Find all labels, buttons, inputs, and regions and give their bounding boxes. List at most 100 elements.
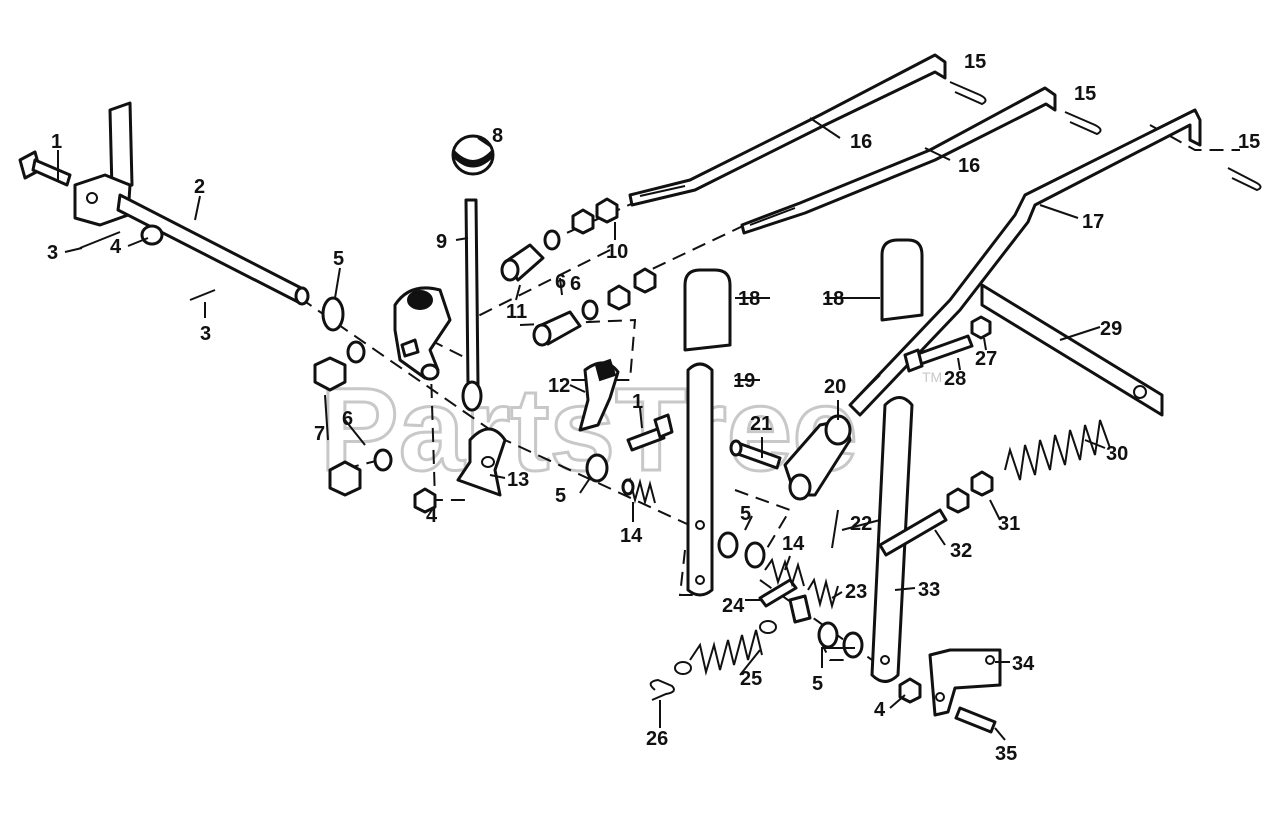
- callout-label: 5: [333, 248, 344, 270]
- callout-label: 34: [1012, 653, 1035, 675]
- callout-label: 5: [555, 485, 566, 507]
- callout-label: 30: [1106, 443, 1128, 465]
- part-32-bolt: [878, 508, 948, 557]
- part-10-nut-d: [633, 267, 657, 294]
- callout-label: 6: [555, 271, 566, 293]
- callout-label: 4: [110, 236, 122, 258]
- part-28-bolt: [903, 334, 974, 373]
- callout-label: 28: [944, 368, 966, 390]
- part-22-cotter-pin: [831, 509, 839, 549]
- callout-label: 12: [548, 375, 570, 397]
- callout-label: 5: [740, 503, 751, 525]
- callout-label: 20: [824, 376, 846, 398]
- part-35-bolt: [954, 706, 997, 734]
- part-7-nut-upper: [313, 356, 347, 392]
- part-13-clamp: [456, 427, 507, 497]
- callout-label: 8: [492, 125, 503, 147]
- part-5-washer-d: [744, 541, 766, 569]
- part-3-cotter-pin-lower: [189, 289, 216, 301]
- part-6-washer-upper: [346, 340, 366, 364]
- callout-label: 18: [822, 288, 844, 310]
- callout-label: 15: [1074, 83, 1096, 105]
- part-1-bolt-mid: [626, 413, 674, 452]
- callout-label: 14: [782, 533, 805, 555]
- shift-bracket-casting: [393, 286, 452, 381]
- part-26-s-hook: [649, 678, 675, 701]
- part-21-pin: [729, 439, 782, 470]
- callout-label: 33: [918, 579, 940, 601]
- callout-label: 26: [646, 728, 668, 750]
- callout-label: 18: [738, 288, 760, 310]
- callout-leaders: [57, 117, 1106, 741]
- part-9-shift-rod: [461, 198, 483, 412]
- part-6-washer-lower: [373, 448, 393, 472]
- part-14-spring-lower: [764, 557, 805, 588]
- part-4-nut-left: [413, 487, 437, 514]
- callout-label: 14: [620, 525, 643, 547]
- part-1-bolt-left: [18, 150, 72, 187]
- part-25-spring: [674, 620, 777, 676]
- callout-label: 16: [958, 155, 980, 177]
- part-5-washer-c: [717, 531, 739, 559]
- part-23-spring: [788, 577, 839, 624]
- callout-label: 17: [1082, 211, 1104, 233]
- callout-label: 1: [51, 131, 62, 153]
- part-14-spring-mid: [621, 477, 656, 506]
- part-5-washer-mid: [585, 453, 609, 483]
- part-24-rod: [758, 578, 798, 608]
- callout-label: 1: [632, 391, 643, 413]
- part-31-nut-b: [970, 470, 994, 497]
- part-20-yoke: [783, 414, 852, 501]
- part-2-shaft: [73, 101, 310, 306]
- callout-label: 7: [314, 423, 325, 445]
- callout-label: 23: [845, 581, 867, 603]
- part-8-knob: [451, 134, 495, 176]
- watermark-tm: TM: [922, 369, 942, 385]
- part-10-nut-c: [607, 284, 631, 311]
- part-15-hairpin-b: [1064, 111, 1102, 136]
- callout-label: 22: [850, 513, 872, 535]
- callout-label: 15: [964, 51, 986, 73]
- part-12-clamp: [578, 358, 620, 432]
- part-6-washer-mid: [543, 229, 561, 251]
- part-15-hairpin-c: [1227, 167, 1262, 192]
- part-7-nut-lower: [328, 460, 362, 497]
- callout-label: 15: [1238, 131, 1260, 153]
- callout-label: 4: [874, 699, 886, 721]
- part-29-bar: [980, 283, 1164, 417]
- callout-label: 9: [436, 231, 447, 253]
- part-6-washer-mid-lower: [581, 299, 599, 321]
- callout-label: 4: [426, 505, 438, 527]
- part-18-grip-right: [880, 238, 924, 322]
- callout-label: 11: [506, 301, 527, 323]
- part-15-hairpin-a: [949, 81, 987, 106]
- part-19-lever: [686, 362, 714, 597]
- part-16-rod-upper: [628, 53, 947, 207]
- part-5-washer: [321, 296, 345, 332]
- callout-label: 19: [733, 370, 755, 392]
- part-34-bracket: [928, 648, 1002, 717]
- part-11-spacer-upper: [500, 243, 545, 282]
- callout-label: 2: [194, 176, 205, 198]
- callout-label: 3: [47, 242, 58, 264]
- part-3-cotter-pin-upper: [79, 231, 121, 249]
- part-17-rod: [848, 108, 1202, 417]
- callout-labels: 1 2 3 3 4 5 6 7 6 4 8 9 10 11 6 12 1 13 …: [47, 51, 1260, 765]
- callout-label: 27: [975, 348, 997, 370]
- part-5-washer-e: [817, 621, 839, 649]
- callout-label: 6: [342, 408, 353, 430]
- part-18-grip-left: [683, 268, 732, 352]
- callout-label: 6: [570, 273, 581, 295]
- callout-label: 3: [200, 323, 211, 345]
- callout-label: 24: [722, 595, 745, 617]
- callout-label: 35: [995, 743, 1017, 765]
- callout-label: 13: [507, 469, 529, 491]
- part-5-washer-f: [842, 631, 864, 659]
- callout-label: 32: [950, 540, 972, 562]
- part-30-spring: [1004, 419, 1111, 481]
- callout-label: 10: [606, 241, 628, 263]
- callout-label: 29: [1100, 318, 1122, 340]
- callout-label: 21: [750, 413, 772, 435]
- callout-label: 25: [740, 668, 762, 690]
